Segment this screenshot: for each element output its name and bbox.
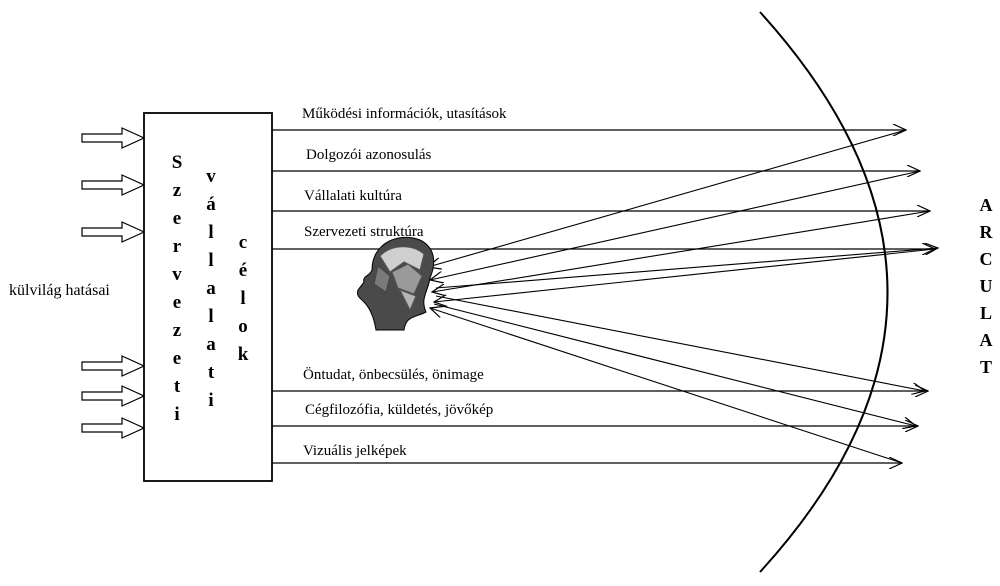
column-letter: e bbox=[172, 292, 182, 313]
arrow-label: Vizuális jelképek bbox=[303, 443, 407, 459]
column-letter: S bbox=[171, 152, 183, 173]
arrow-label: Öntudat, önbecsülés, önimage bbox=[303, 367, 484, 383]
column-letter: v bbox=[206, 166, 216, 187]
arrow-label: Szervezeti struktúra bbox=[304, 224, 424, 240]
organization-box bbox=[143, 112, 273, 482]
column-letter: C bbox=[979, 249, 993, 269]
column-letter: r bbox=[172, 236, 182, 257]
column-letter: i bbox=[208, 390, 214, 411]
input-arrow bbox=[81, 417, 146, 439]
diagonal-arrows bbox=[428, 129, 938, 464]
arrow-to-head bbox=[430, 308, 903, 464]
input-arrow bbox=[81, 174, 146, 196]
horizontal-arrows bbox=[272, 130, 935, 463]
arrow-to-arc bbox=[435, 248, 938, 289]
column-letter: o bbox=[238, 316, 248, 337]
column-letter: e bbox=[172, 208, 182, 229]
input-arrow bbox=[81, 355, 146, 377]
column-letter: l bbox=[208, 306, 214, 327]
input-arrows bbox=[81, 127, 146, 439]
column-letter: l bbox=[208, 250, 214, 271]
arrow-to-arc bbox=[435, 295, 925, 391]
input-arrow bbox=[81, 221, 146, 243]
external-effects-label: külvilág hatásai bbox=[9, 282, 110, 299]
arrow-label: Működési információk, utasítások bbox=[302, 106, 507, 122]
arrow-to-head bbox=[432, 210, 931, 292]
column-letter: A bbox=[979, 330, 993, 350]
input-arrow bbox=[81, 385, 146, 407]
arrow-to-head bbox=[428, 129, 907, 267]
column-letter: R bbox=[979, 222, 993, 242]
column-letter: i bbox=[174, 404, 180, 425]
column-letter: t bbox=[207, 362, 215, 383]
column-letter: e bbox=[172, 348, 182, 369]
arrow-label: Vállalati kultúra bbox=[304, 188, 402, 204]
column-letter: a bbox=[206, 334, 216, 355]
head-icon bbox=[357, 236, 435, 331]
column-letter: a bbox=[206, 278, 216, 299]
column-letter: A bbox=[979, 195, 993, 215]
arrow-label: Cégfilozófia, küldetés, jövőkép bbox=[305, 402, 494, 418]
column-letter: t bbox=[173, 376, 181, 397]
column-letter: é bbox=[238, 260, 248, 281]
input-arrow bbox=[81, 127, 146, 149]
column-letter: l bbox=[240, 288, 246, 309]
column-letter: c bbox=[238, 232, 248, 253]
column-letter: z bbox=[172, 180, 182, 201]
arrow-to-head bbox=[430, 170, 921, 280]
column-letter: á bbox=[206, 194, 216, 215]
column-letter: T bbox=[979, 357, 992, 377]
column-letter: k bbox=[237, 344, 249, 365]
arrow-to-head bbox=[434, 248, 936, 302]
arrow-label: Dolgozói azonosulás bbox=[306, 147, 432, 163]
column-letter: v bbox=[172, 264, 182, 285]
arculat-arc bbox=[759, 11, 889, 573]
column-letter: l bbox=[208, 222, 214, 243]
column-letter: L bbox=[979, 303, 992, 323]
arrow-to-arc bbox=[433, 303, 916, 426]
column-letter: z bbox=[172, 320, 182, 341]
column-letter: U bbox=[979, 276, 993, 296]
